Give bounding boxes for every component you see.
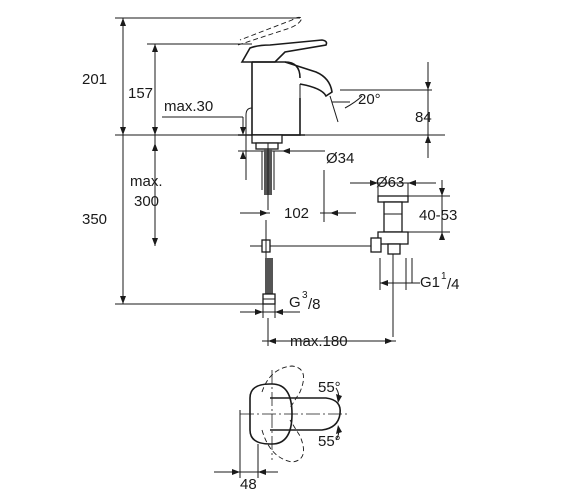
svg-text:G: G [289,294,301,311]
left-dimension-lines [115,17,445,305]
label-max-deck-2: 300 [134,193,159,210]
label-max-waste-distance: max.180 [290,333,348,350]
svg-text:1: 1 [441,271,447,282]
svg-text:3: 3 [302,290,308,301]
label-hole-diameter: Ø34 [326,150,354,167]
svg-text:/4: /4 [447,276,460,293]
label-waste-thread: G1 1 /4 [420,271,460,293]
supply-hose-end [240,258,300,318]
label-lever-width: 48 [240,476,257,493]
label-total-height: 201 [82,71,107,88]
label-waste-diameter: Ø63 [376,174,404,191]
lever-top-view [214,365,350,478]
label-lever-angle-top: 55° [318,379,341,396]
projection-dimension [240,170,356,222]
faucet-side-view [237,16,333,180]
svg-text:G1: G1 [420,274,440,291]
label-overall-length: 350 [82,211,107,228]
label-spout-height: 157 [128,85,153,102]
label-lever-angle-bottom: 55° [318,433,341,450]
mounting-assembly [255,142,325,210]
label-projection: 102 [284,205,309,222]
spout-angle-marker [329,89,432,123]
label-waste-range: 40-53 [419,207,457,224]
svg-text:/8: /8 [308,296,321,313]
label-supply-thread: G 3 /8 [289,290,321,313]
spout-outlet-dimension [425,62,431,158]
label-max-deck-1: max. [130,173,163,190]
label-spout-angle: 20° [358,91,381,108]
label-deck-thickness: max.30 [164,98,213,115]
max-waste-distance-dimension [262,318,396,346]
waste-assembly [250,180,450,337]
label-spout-outlet: 84 [415,109,432,126]
